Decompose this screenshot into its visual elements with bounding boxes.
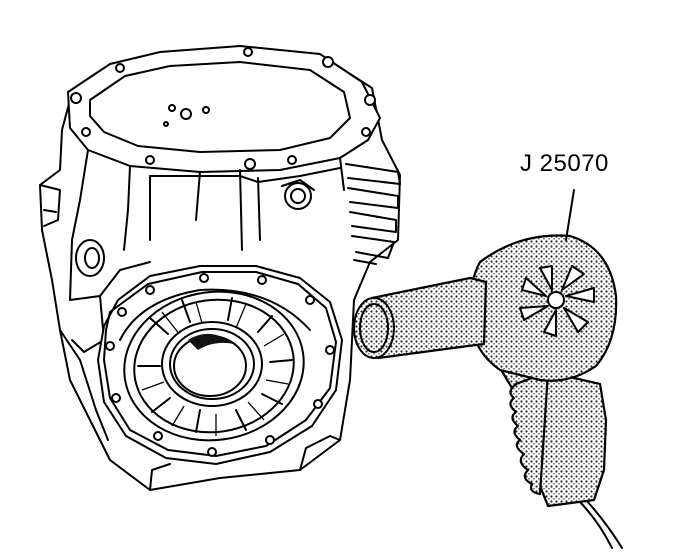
threaded-port	[284, 182, 312, 210]
pump-vanes	[137, 297, 293, 436]
flange-lip	[103, 271, 337, 457]
rim-bolts	[70, 47, 376, 170]
case-ribs	[345, 163, 401, 265]
heat-gun	[353, 234, 623, 549]
flange-bolts	[105, 273, 335, 457]
callout-leader-line	[565, 189, 575, 241]
bell-housing-inner	[89, 61, 351, 153]
center-bore	[173, 335, 247, 397]
heat-gun-trigger	[509, 370, 550, 496]
heat-gun-cord	[577, 499, 613, 549]
callout-label: J 25070	[520, 150, 609, 177]
bell-housing-rim	[67, 45, 381, 173]
left-boss	[75, 239, 105, 277]
heat-gun-vent	[519, 265, 595, 337]
pump-cover-flange	[97, 265, 343, 465]
